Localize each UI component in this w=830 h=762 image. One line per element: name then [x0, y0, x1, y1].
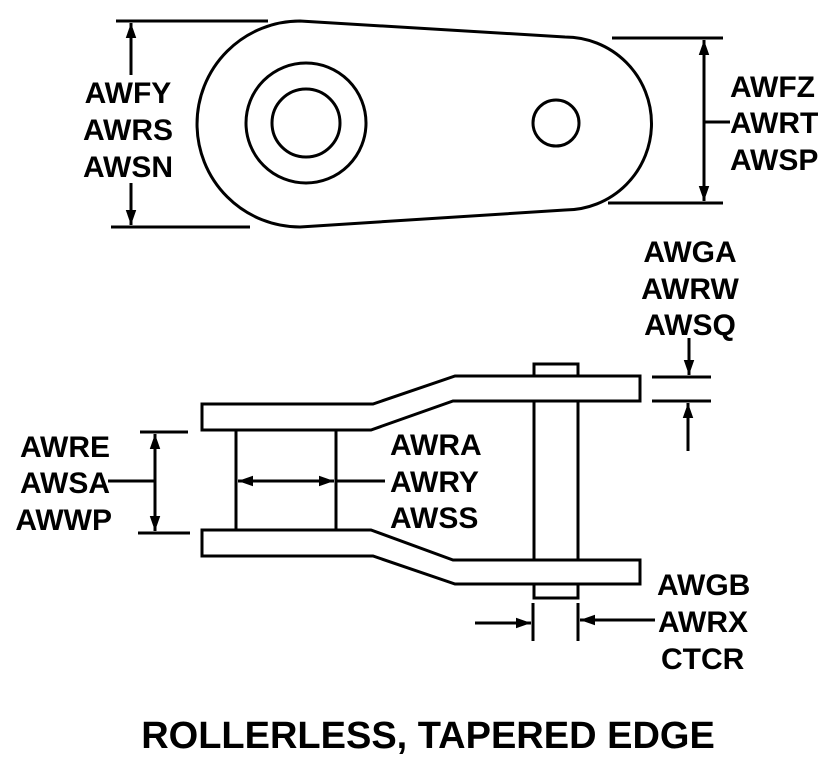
top-view-link-plate	[195, 19, 653, 229]
label-awsa: AWSA	[20, 467, 110, 500]
label-awry: AWRY	[390, 466, 479, 499]
label-awfz: AWFZ	[730, 71, 815, 104]
label-awrx: AWRX	[658, 606, 748, 639]
label-awra: AWRA	[390, 429, 482, 462]
bushing-outer-circle	[244, 61, 368, 185]
label-awgb: AWGB	[657, 569, 750, 602]
label-awre: AWRE	[20, 431, 110, 464]
left-height-dimension	[111, 19, 268, 229]
label-awwp: AWWP	[15, 504, 112, 537]
bottom-plate	[200, 528, 642, 586]
pin-hole-circle	[531, 98, 581, 148]
label-awga: AWGA	[643, 236, 736, 269]
pin-diameter-dimension	[475, 603, 655, 641]
pin	[532, 362, 580, 600]
inner-width-dimension	[108, 430, 190, 535]
label-awsq: AWSQ	[644, 309, 736, 342]
side-view-link	[200, 362, 642, 600]
label-awrw: AWRW	[641, 273, 739, 306]
label-awfy: AWFY	[85, 77, 172, 110]
top-plate	[200, 374, 642, 432]
label-awsp: AWSP	[730, 144, 818, 177]
label-awsn: AWSN	[83, 151, 173, 184]
label-awss: AWSS	[390, 502, 478, 535]
right-height-dimension	[608, 36, 730, 205]
label-ctcr: CTCR	[661, 643, 745, 676]
plate-outline	[195, 19, 653, 229]
plate-thickness-dimension	[652, 338, 711, 451]
bushing-inner-circle	[270, 87, 342, 159]
label-awrt: AWRT	[730, 107, 818, 140]
label-awrs: AWRS	[83, 114, 173, 147]
diagram-title: ROLLERLESS, TAPERED EDGE	[141, 715, 715, 757]
